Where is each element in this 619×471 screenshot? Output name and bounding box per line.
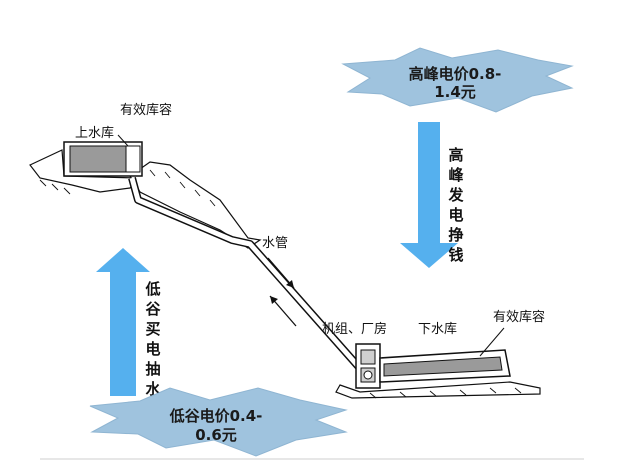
lower-effective-capacity-label: 有效库容: [493, 309, 545, 325]
peak-action-char: 发: [447, 186, 464, 204]
terrain: [29, 149, 541, 399]
water-pipe: [128, 176, 368, 377]
water-pipe-label: 水管: [262, 236, 288, 251]
peak-action-char: 峰: [448, 166, 464, 184]
peak-action-char: 挣: [448, 226, 463, 244]
peak-price-line2: 1.4元: [434, 83, 476, 101]
up-arrow-icon: [96, 248, 150, 396]
lower-reservoir: [379, 327, 511, 383]
valley-price-cloud: 低谷电价0.4- 0.6元: [89, 387, 348, 457]
flow-up-arrow-icon: [270, 296, 278, 304]
peak-action-char: 钱: [448, 246, 463, 264]
power-house: [355, 343, 381, 389]
down-arrow-icon: [400, 122, 458, 268]
peak-action-char: 高: [448, 146, 463, 164]
valley-action-text: 低 谷 买 电 抽 水: [144, 280, 161, 398]
valley-action-char: 买: [145, 320, 160, 338]
peak-generate-arrow: [400, 122, 458, 268]
valley-price-line1: 低谷电价0.4-: [169, 407, 263, 425]
lower-reservoir-label: 下水库: [418, 321, 457, 337]
valley-action-char: 抽: [145, 360, 160, 378]
upper-reservoir-label: 上水库: [75, 125, 114, 141]
valley-action-char: 电: [145, 340, 160, 358]
valley-action-char: 低: [144, 280, 160, 298]
valley-action-char: 谷: [145, 300, 161, 318]
peak-action-text: 高 峰 发 电 挣 钱: [447, 146, 464, 264]
peak-price-cloud: 高峰电价0.8- 1.4元: [341, 47, 574, 113]
peak-price-line1: 高峰电价0.8-: [409, 65, 502, 83]
valley-pump-arrow: [96, 248, 150, 396]
valley-price-line2: 0.6元: [195, 426, 237, 444]
units-plant-label: 机组、厂房: [322, 321, 387, 337]
flow-arrows: [267, 257, 297, 327]
upper-effective-capacity-label: 有效库容: [120, 102, 172, 118]
peak-action-char: 电: [448, 206, 463, 224]
upper-reservoir: [63, 134, 143, 177]
flow-down-arrow-icon: [286, 280, 294, 288]
